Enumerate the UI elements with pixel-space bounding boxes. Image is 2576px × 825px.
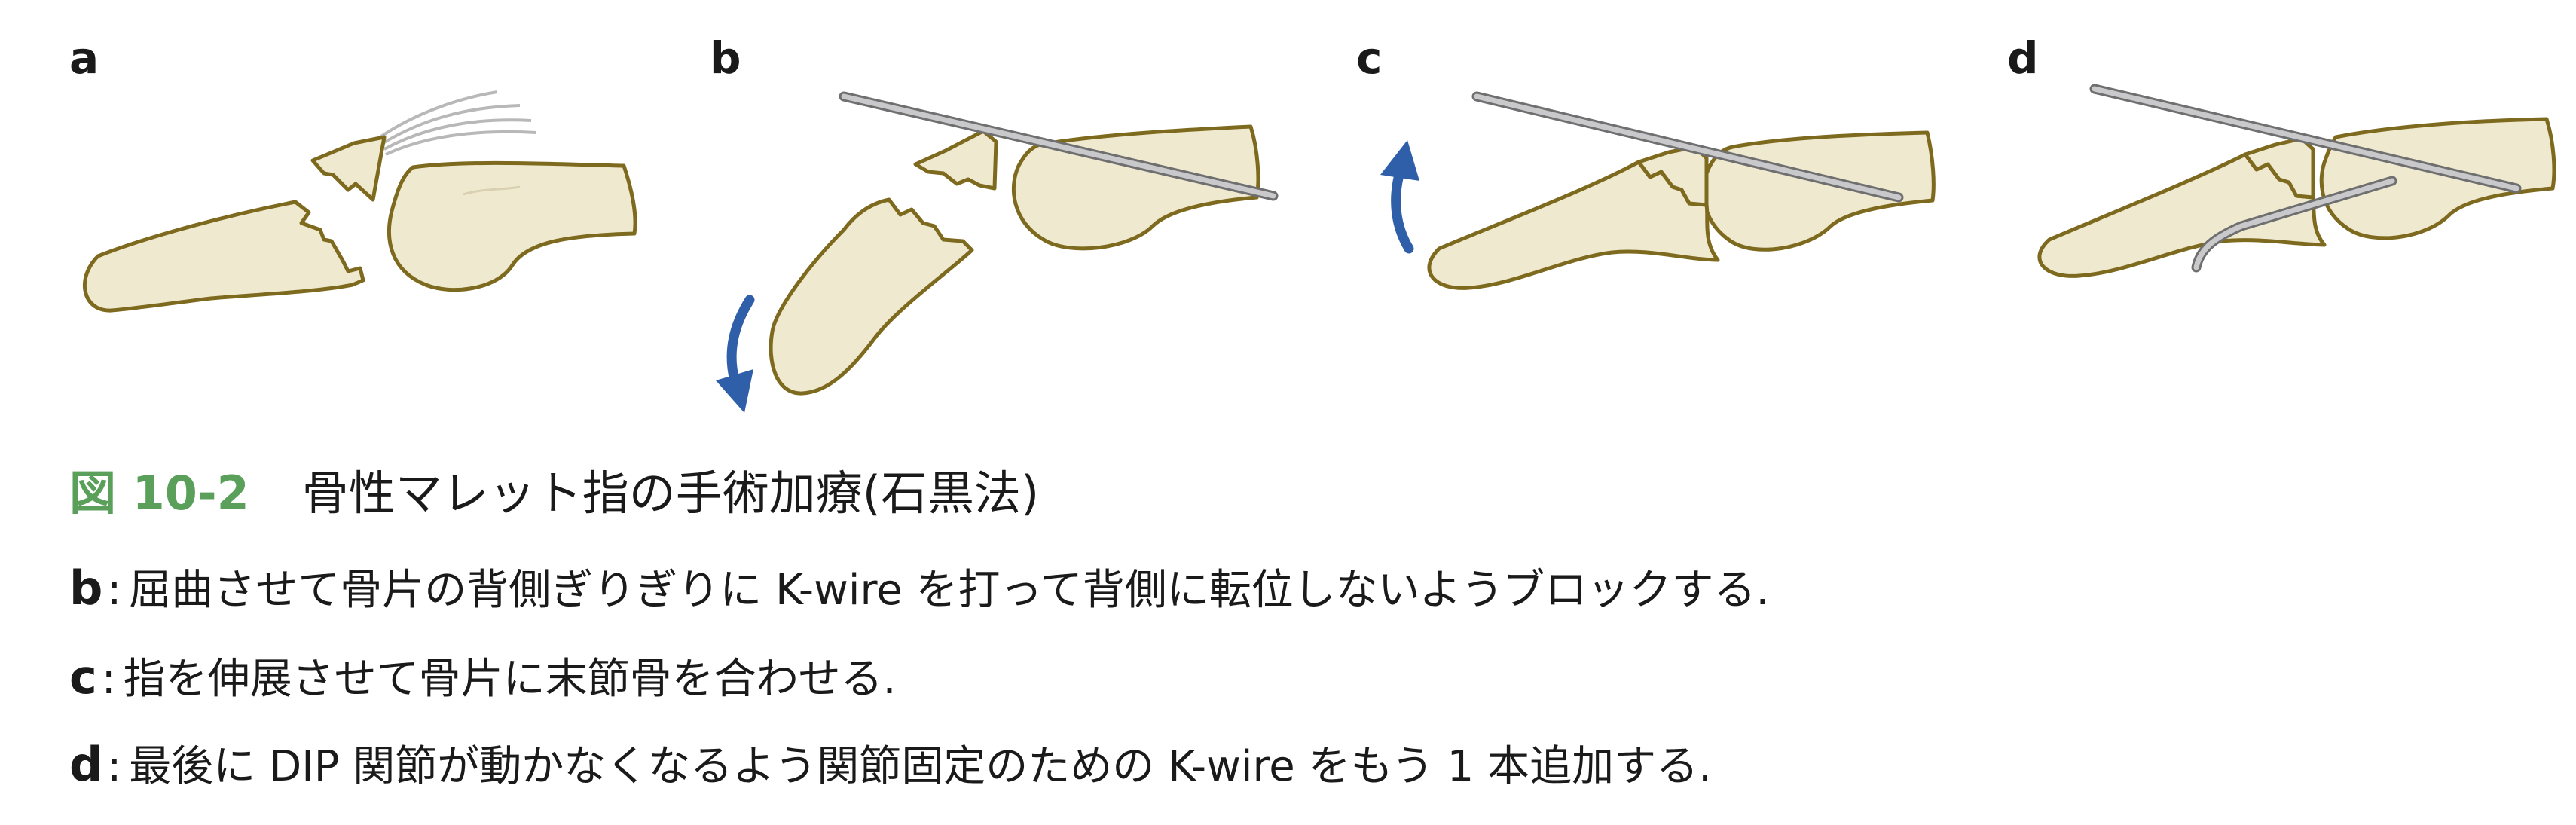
caption-text-c: 指を伸展させて骨片に末節骨を合わせる. [124, 655, 897, 704]
middle-phalanx [2321, 119, 2554, 238]
middle-phalanx [1704, 133, 1933, 249]
caption-key-c: c [69, 649, 97, 704]
panel-a: a [0, 0, 648, 422]
caption-separator: : [107, 742, 121, 791]
caption-key-d: d [69, 737, 102, 792]
caption-line-d: d:最後に DIP 関節が動かなくなるよう関節固定のための K-wire をもう… [69, 741, 1712, 788]
caption-separator: : [107, 566, 121, 615]
distal-phalanx [771, 200, 972, 393]
figure-title: 骨性マレット指の手術加療(石黒法) [302, 466, 1039, 521]
panel-a-illustration [0, 0, 648, 422]
panel-c: c [1296, 0, 1944, 422]
bone-fragment [313, 137, 384, 200]
middle-phalanx [389, 163, 635, 289]
bone-fragment [915, 131, 996, 188]
panel-d: d [1944, 0, 2576, 422]
caption-line-c: c:指を伸展させて骨片に末節骨を合わせる. [69, 654, 896, 701]
panel-b-illustration [648, 0, 1296, 422]
caption-text-b: 屈曲させて骨片の背側ぎりぎりに K-wire を打って背側に転位しないようブロッ… [129, 566, 1769, 615]
extensor-tendon [377, 92, 536, 154]
panel-d-illustration [1944, 0, 2576, 422]
panel-b: b [648, 0, 1296, 422]
caption-separator: : [102, 655, 116, 704]
panel-c-illustration [1296, 0, 1944, 422]
caption-line-b: b:屈曲させて骨片の背側ぎりぎりに K-wire を打って背側に転位しないようブ… [69, 565, 1769, 612]
figure-number: 図 10-2 [69, 466, 249, 521]
flexion-arrow-icon [716, 300, 753, 413]
caption-key-b: b [69, 561, 102, 616]
distal-phalanx [84, 202, 363, 310]
extension-arrow-icon [1380, 140, 1419, 249]
caption-text-d: 最後に DIP 関節が動かなくなるよう関節固定のための K-wire をもう 1… [129, 742, 1712, 791]
